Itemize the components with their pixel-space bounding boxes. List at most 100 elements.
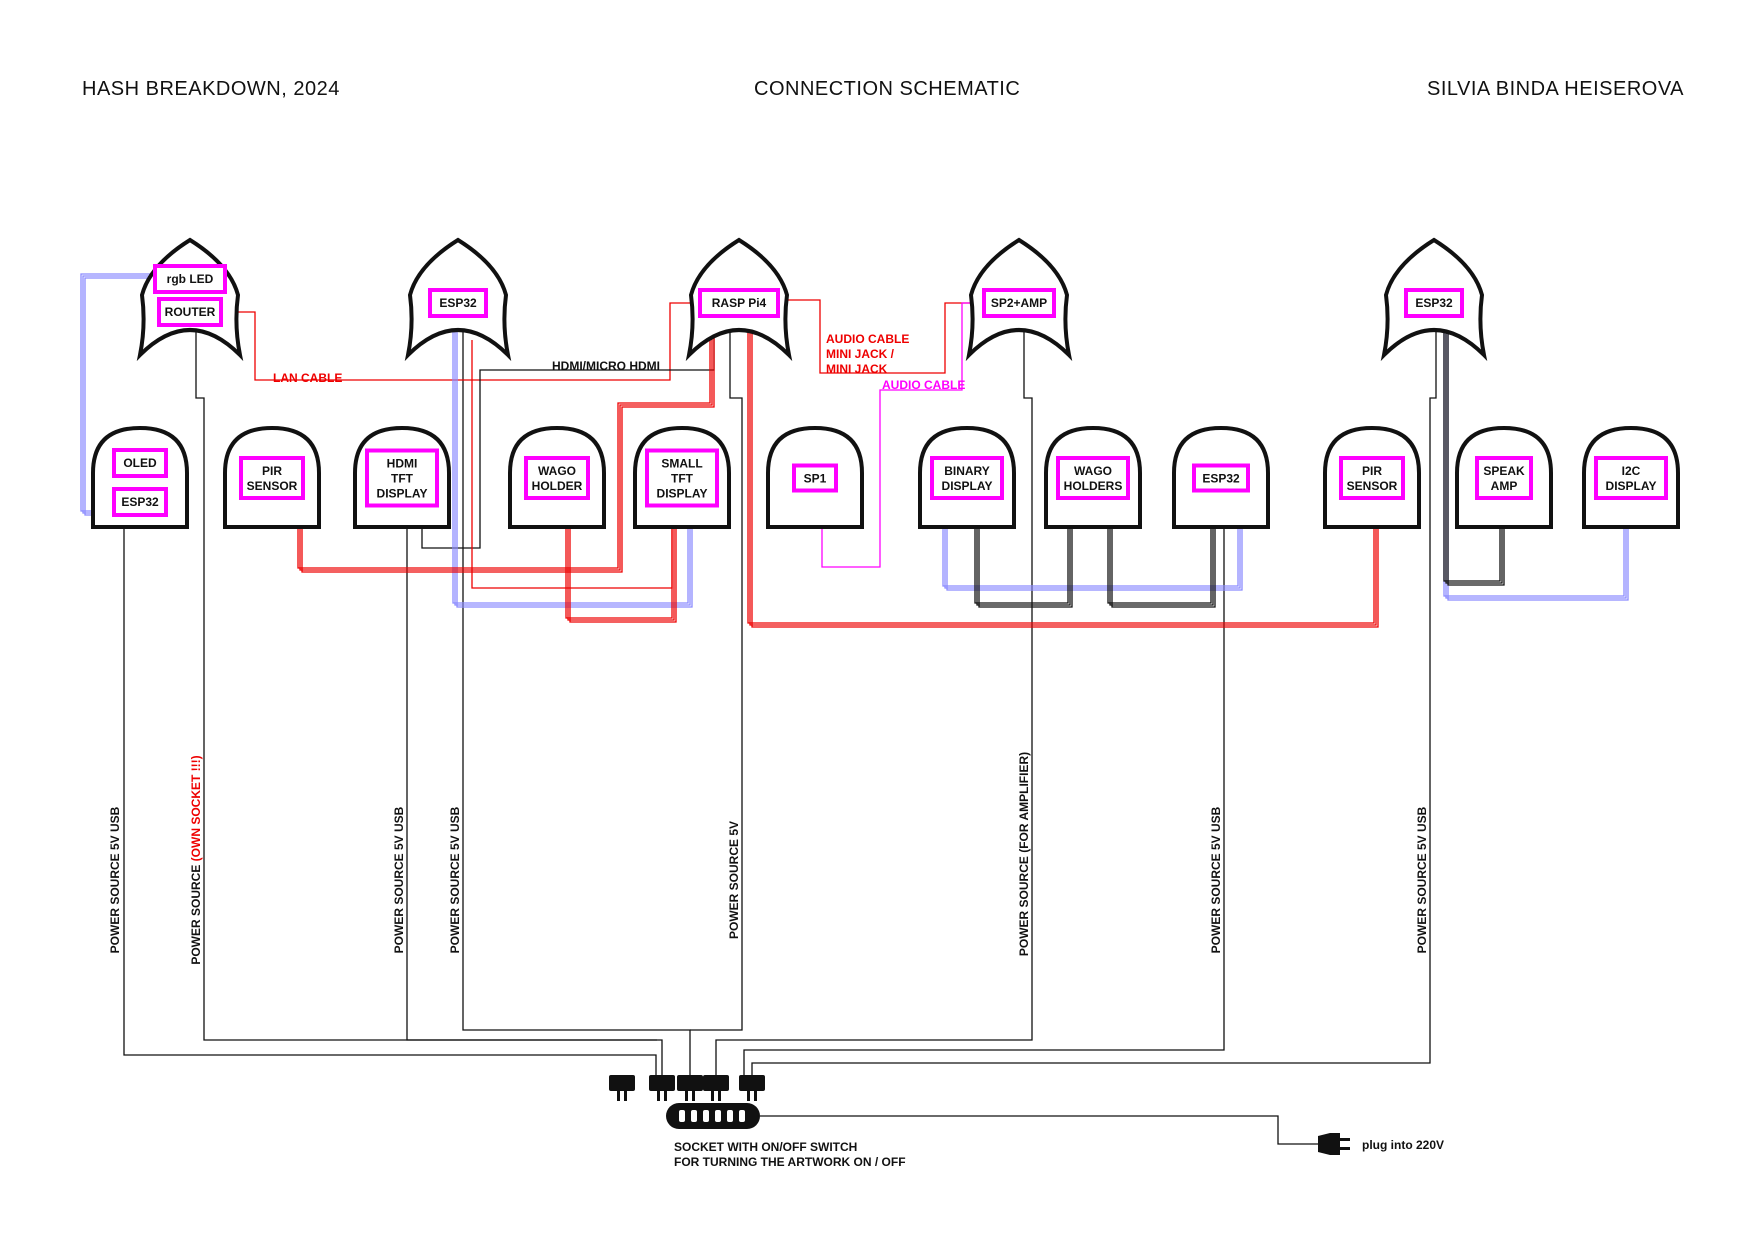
component-label: ESP32 <box>439 296 477 310</box>
plug-prong <box>1340 1147 1350 1150</box>
power-adapter-icon <box>677 1075 703 1091</box>
black-bundle-wago <box>1109 500 1214 606</box>
component-label: BINARY <box>944 464 990 478</box>
power-strip-outlet <box>727 1110 733 1122</box>
component-box <box>1339 456 1405 500</box>
power-strip-outlet <box>691 1110 697 1122</box>
component-label: ROUTER <box>165 305 216 319</box>
component-box <box>112 487 168 517</box>
power-source-label: POWER SOURCE (FOR AMPLIFIER) <box>1017 752 1031 956</box>
red-bundle-wago <box>567 500 675 621</box>
component-box <box>524 456 590 500</box>
power-line-router <box>195 325 663 1075</box>
adapter-pin <box>617 1091 620 1101</box>
power-line-amp <box>715 325 1033 1075</box>
component-box <box>239 456 305 500</box>
power-label-bg <box>448 805 462 955</box>
component-box <box>1404 288 1464 318</box>
power-adapter-icon <box>649 1075 675 1091</box>
socket-label-line1: SOCKET WITH ON/OFF SWITCH <box>674 1140 857 1154</box>
plug-prong <box>1340 1138 1350 1141</box>
component-label: SP1 <box>804 472 827 486</box>
component-label: TFT <box>391 472 414 486</box>
component-label: ESP32 <box>121 495 159 509</box>
adapter-pin <box>747 1091 750 1101</box>
component-box <box>982 288 1056 318</box>
component-box <box>428 288 488 318</box>
blue-bundle-center <box>454 308 691 606</box>
component-label: HOLDER <box>532 479 583 493</box>
adapter-pin <box>685 1091 688 1101</box>
component-label: OLED <box>123 456 157 470</box>
component-label: PIR <box>262 464 282 478</box>
red-bundle-pir <box>299 318 713 571</box>
hdmi-label: HDMI/MICRO HDMI <box>552 359 660 373</box>
power-source-label: POWER SOURCE 5V <box>727 821 741 939</box>
power-label-bg <box>108 805 122 955</box>
component-label: HOLDERS <box>1064 479 1123 493</box>
power-adapter-icon <box>609 1075 635 1091</box>
component-box <box>930 456 1004 500</box>
power-line-esp32-top2 <box>462 308 691 1075</box>
power-strip-outlet <box>739 1110 745 1122</box>
adapter-pin <box>754 1091 757 1101</box>
red-bundle-right <box>751 320 1379 628</box>
power-strip-icon <box>666 1103 760 1129</box>
adapter-pin <box>657 1091 660 1101</box>
black-bundle-speak <box>1443 318 1501 582</box>
component-label: rgb LED <box>167 272 214 286</box>
power-source-label: POWER SOURCE 5V USB <box>448 806 462 953</box>
black-bundle-binary <box>978 502 1073 608</box>
cables-layer <box>80 273 1629 1145</box>
component-label: DISPLAY <box>1606 479 1657 493</box>
power-line-esp32-mid <box>743 510 1225 1075</box>
component-label: SPEAK <box>1483 464 1525 478</box>
component-label: HDMI <box>387 457 418 471</box>
component-label: DISPLAY <box>377 487 428 501</box>
mains-cable <box>760 1115 1318 1145</box>
blue-bundle-right <box>944 500 1241 589</box>
mains-plug-icon <box>1318 1133 1340 1155</box>
power-adapter-icon <box>703 1075 729 1091</box>
component-box <box>365 448 439 508</box>
power-label-bg <box>1415 805 1429 955</box>
black-bundle-wago <box>1111 502 1216 608</box>
component-box <box>1475 456 1533 500</box>
plug-label: plug into 220V <box>1362 1138 1444 1152</box>
socket-label-line2: FOR TURNING THE ARTWORK ON / OFF <box>674 1155 906 1169</box>
header-center: CONNECTION SCHEMATIC <box>754 78 1021 100</box>
red-bundle-wago <box>569 502 677 623</box>
power-strip-outlet <box>679 1110 685 1122</box>
lan-label: LAN CABLE <box>273 371 342 385</box>
lan-cable <box>220 302 705 381</box>
power-line-hdmi-tft <box>406 510 657 1041</box>
power-adapter-icon <box>739 1075 765 1091</box>
audio1-label: AUDIO CABLE <box>826 332 909 346</box>
component-box <box>792 463 838 493</box>
power-label-bg <box>189 754 203 966</box>
power-line-esp32-right <box>751 315 1437 1075</box>
blue-bundle-center <box>456 310 693 608</box>
black-bundle-speak <box>1445 320 1503 584</box>
blue-bundle-right <box>946 502 1243 591</box>
adapter-pin <box>692 1091 695 1101</box>
audio-cable-1 <box>778 299 980 374</box>
component-box <box>698 288 780 318</box>
component-box <box>1192 463 1250 493</box>
component-label: DISPLAY <box>942 479 993 493</box>
power-label-bg <box>1209 805 1223 955</box>
component-label: WAGO <box>1074 464 1112 478</box>
header-left: HASH BREAKDOWN, 2024 <box>82 78 340 100</box>
component-label: SMALL <box>661 457 702 471</box>
power-line-oled-esp32 <box>123 520 657 1075</box>
black-bundle-speak <box>1447 322 1505 586</box>
component-box <box>112 448 168 478</box>
adapter-pin <box>711 1091 714 1101</box>
component-label: TFT <box>671 472 694 486</box>
power-source-label: POWER SOURCE 5V USB <box>108 806 122 953</box>
component-label: SP2+AMP <box>991 296 1047 310</box>
component-box <box>1056 456 1130 500</box>
